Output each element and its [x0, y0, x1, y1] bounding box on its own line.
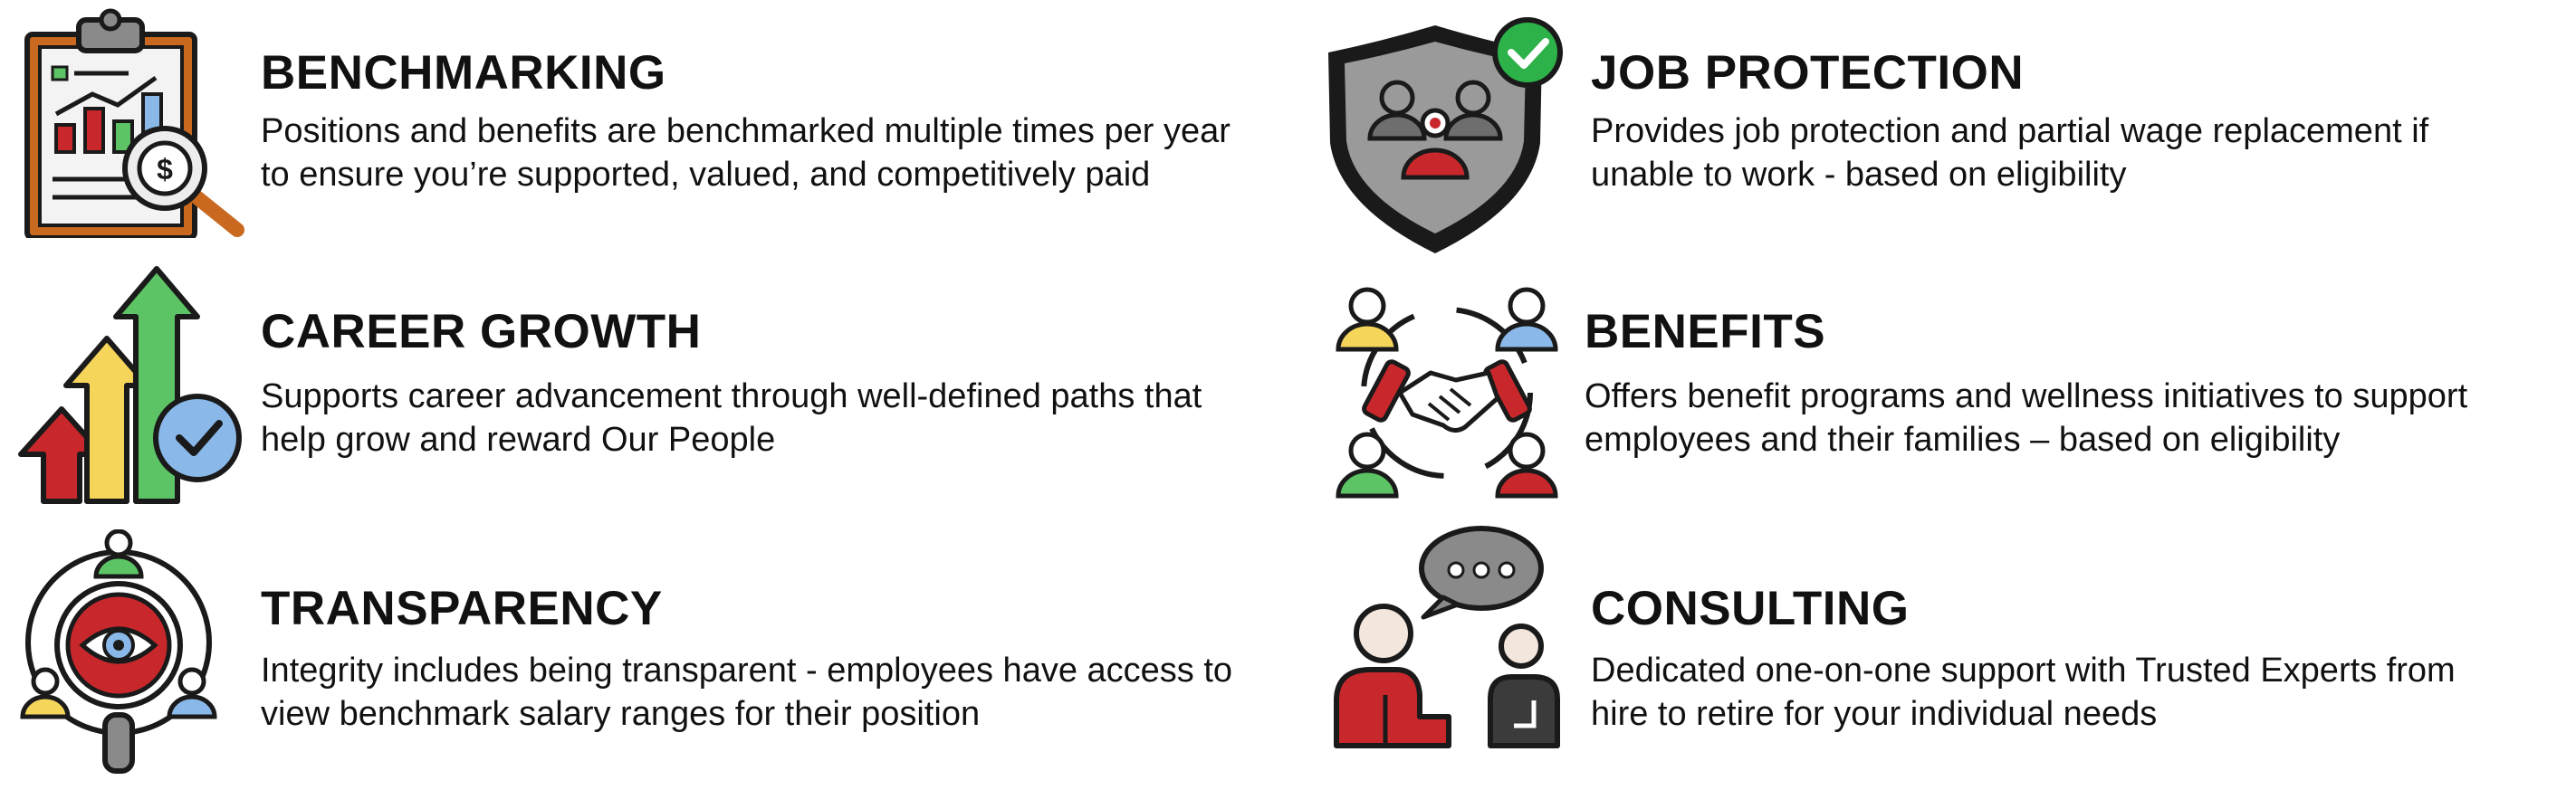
shield-people-icon	[1317, 16, 1571, 256]
consulting-description-line-1: Dedicated one-on-one support with Truste…	[1591, 652, 2456, 690]
job-protection-description-line-1: Provides job protection and partial wage…	[1591, 112, 2429, 150]
benchmarking-description-line-2: to ensure you’re supported, valued, and …	[261, 156, 1151, 194]
consulting-chat-icon	[1329, 523, 1565, 758]
svg-text:$: $	[157, 153, 173, 186]
consulting-description-line-2: hire to retire for your individual needs	[1591, 695, 2158, 733]
benchmarking-description-line-1: Positions and benefits are benchmarked m…	[261, 112, 1231, 150]
benchmarking-title: BENCHMARKING	[261, 46, 666, 100]
growth-arrows-icon	[16, 264, 247, 504]
consulting-title: CONSULTING	[1591, 582, 1910, 635]
transparency-description-line-2: view benchmark salary ranges for their p…	[261, 695, 981, 733]
handshake-people-icon	[1329, 279, 1565, 507]
career-growth-description-line-1: Supports career advancement through well…	[261, 377, 1202, 415]
job-protection-description-line-2: unable to work - based on eligibility	[1591, 156, 2127, 194]
clipboard-chart-icon: $	[20, 7, 251, 238]
career-growth-title: CAREER GROWTH	[261, 305, 702, 358]
career-growth-description-line-2: help grow and reward Our People	[261, 421, 776, 459]
job-protection-title: JOB PROTECTION	[1591, 46, 2025, 100]
benefits-description-line-2: employees and their families – based on …	[1585, 421, 2341, 459]
eye-magnifier-icon	[16, 529, 238, 778]
benefits-title: BENEFITS	[1585, 305, 1826, 358]
transparency-description-line-1: Integrity includes being transparent - e…	[261, 652, 1233, 690]
transparency-title: TRANSPARENCY	[261, 582, 663, 635]
benefits-description-line-1: Offers benefit programs and wellness ini…	[1585, 377, 2468, 415]
